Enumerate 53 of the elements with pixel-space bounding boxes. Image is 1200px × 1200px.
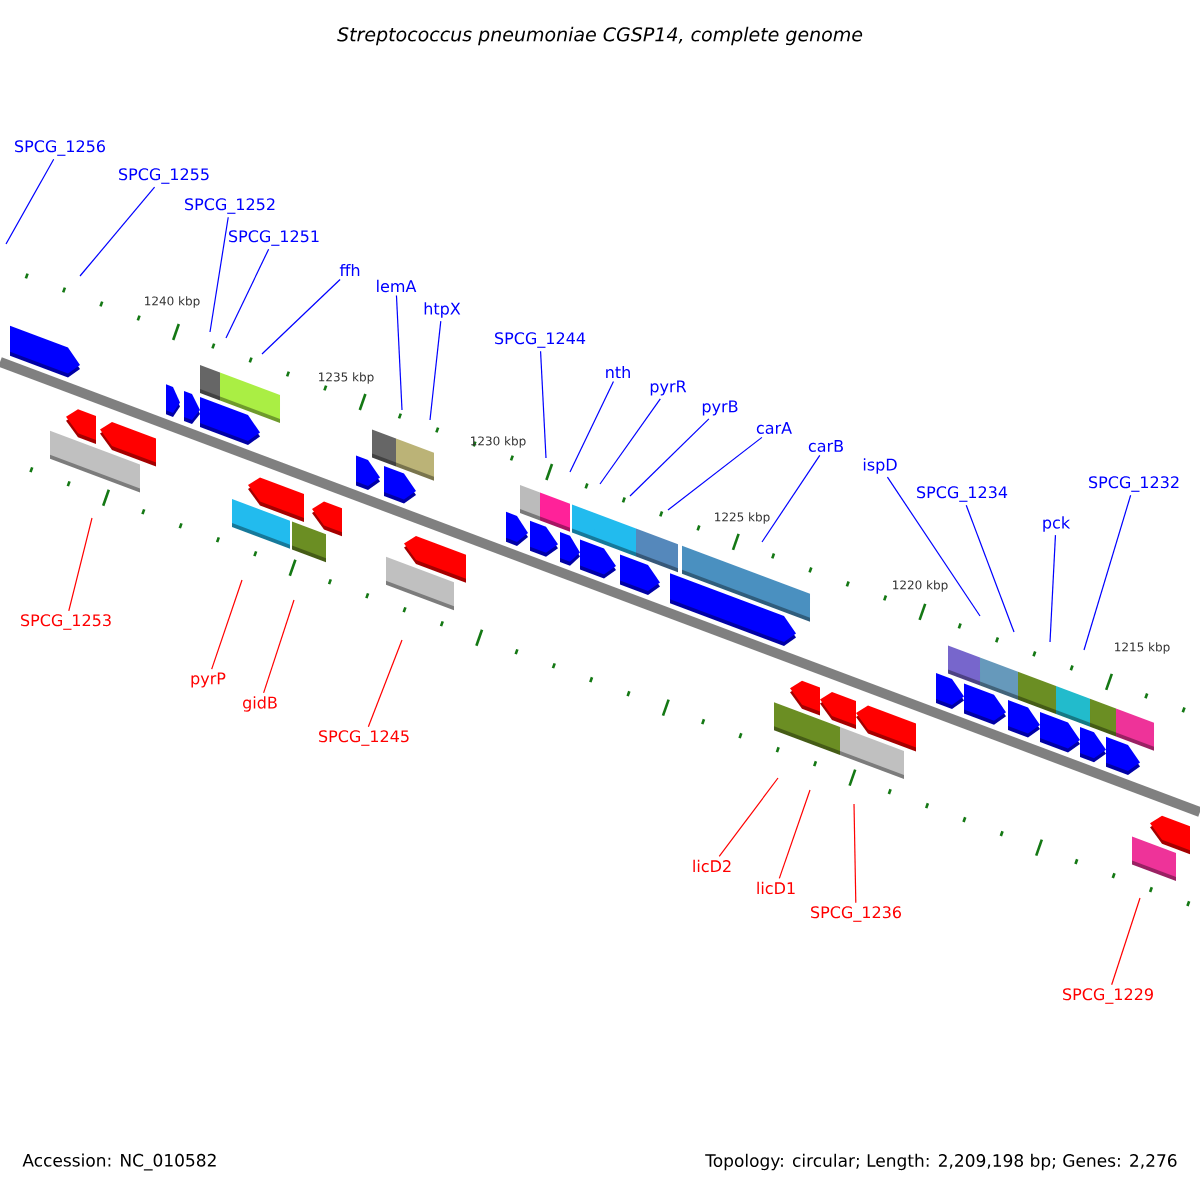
gene-label: SPCG_1234 (917, 486, 1008, 502)
gene-label: SPCG_1245 (319, 730, 409, 746)
leader-line (5, 158, 55, 245)
leader-line (599, 398, 661, 485)
gene-label: SPCG_1255 (119, 168, 209, 184)
leader-line (965, 504, 1015, 633)
gene-label: SPCG_1256 (15, 140, 105, 156)
gene-label: SPCG_1232 (1089, 476, 1179, 492)
leader-line (1049, 534, 1057, 643)
gene-label: SPCG_1252 (185, 198, 275, 214)
leader-line (261, 278, 341, 355)
gene-label: licD1 (757, 881, 795, 895)
leader-line (569, 380, 615, 473)
gene-label: licD2 (693, 859, 731, 873)
leader-line (629, 418, 710, 497)
gene-label: pck (1043, 516, 1071, 532)
gene-label: SPCG_1229 (1063, 988, 1153, 1004)
gene-label: ispD (863, 458, 897, 474)
gene-label: carB (808, 440, 843, 452)
title: Streptococcus pneumoniae CGSP14, complete genome (337, 26, 863, 46)
gene-label: pyrP (191, 672, 226, 688)
leader-line (539, 350, 547, 459)
gene-label: pyrR (650, 380, 687, 396)
footer-text: Accession: NC_010582 (22, 1153, 216, 1171)
leader-line (395, 295, 403, 411)
leader-line (79, 186, 156, 277)
leader-line (667, 436, 763, 511)
leader-line (853, 803, 857, 904)
gene-label: SPCG_1236 (811, 906, 901, 922)
gene-label: SPCG_1253 (21, 614, 111, 630)
leader-line (1083, 494, 1132, 651)
leader-line (68, 517, 93, 612)
gene-label: lemA (377, 279, 417, 293)
leader-line (761, 454, 821, 543)
gene-label: SPCG_1244 (495, 332, 586, 348)
leader-line (778, 789, 811, 879)
gene-label: htpX (424, 302, 461, 318)
gene-label: pyrB (702, 400, 738, 416)
leader-line (263, 599, 295, 694)
gene-label: SPCG_1251 (229, 230, 319, 246)
leader-line (1111, 897, 1141, 986)
leader-line (211, 579, 243, 670)
leader-line (225, 248, 270, 339)
footer-text: Topology: circular; Length: 2,209,198 bp; Genes: 2,276 (705, 1153, 1177, 1171)
gene-label: nth (606, 365, 630, 379)
leader-line (718, 777, 779, 857)
gene-label: carA (756, 422, 792, 434)
gene-label: ffh (339, 263, 360, 277)
leader-line (367, 639, 403, 728)
gene-label: gidB (243, 696, 277, 712)
leader-line (209, 216, 229, 333)
leader-line (429, 320, 442, 421)
leader-line (886, 476, 981, 617)
